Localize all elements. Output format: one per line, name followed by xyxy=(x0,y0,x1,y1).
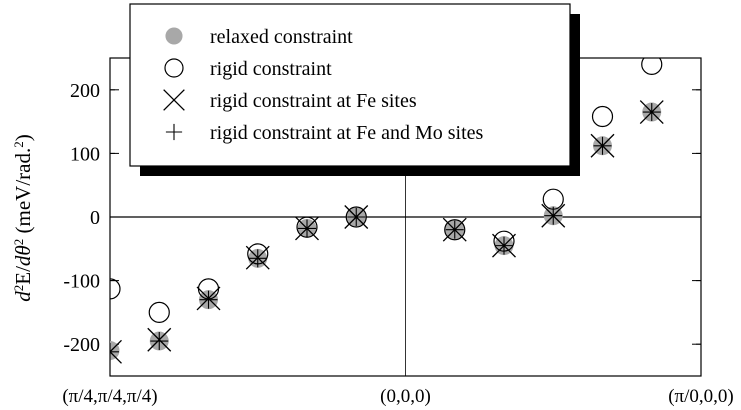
legend-item: rigid constraint at Fe and Mo sites xyxy=(165,122,484,144)
data-point xyxy=(148,301,170,323)
x-tick-label: (π/4,π/4,π/4) xyxy=(62,386,157,407)
data-point xyxy=(495,236,513,255)
data-point xyxy=(593,136,612,155)
y-tick-label: 100 xyxy=(70,143,100,165)
legend-item: rigid constraint xyxy=(164,58,332,80)
data-point xyxy=(248,249,267,268)
x-marker-stroke xyxy=(110,339,122,353)
ylabel-E: E/ xyxy=(11,266,35,285)
ylabel-d2: d xyxy=(11,255,35,266)
data-point xyxy=(150,332,169,351)
data-point xyxy=(444,219,466,241)
data-point xyxy=(110,341,120,361)
data-point xyxy=(544,206,563,225)
data-points xyxy=(110,58,664,364)
y-tick-label: -100 xyxy=(63,271,100,293)
legend-marker xyxy=(165,123,183,141)
data-point xyxy=(445,220,464,239)
legend-label: relaxed constraint xyxy=(210,26,353,48)
ylabel-close: ) xyxy=(11,134,35,141)
data-point xyxy=(110,342,119,361)
y-axis-label: d2E/dθ2 (meV/rad.2) xyxy=(11,134,36,301)
legend-marker xyxy=(165,27,183,45)
y-tick-label: 200 xyxy=(70,80,100,102)
ylabel-sup2: 2 xyxy=(11,239,26,246)
data-point xyxy=(347,208,366,226)
legend-item: rigid constraint at Fe sites xyxy=(163,89,417,112)
data-point xyxy=(642,103,661,122)
x-marker-stroke xyxy=(110,350,122,364)
x-tick-label: (π/0,0,0) xyxy=(668,386,734,407)
legend: relaxed constraint rigid constraint rigid … xyxy=(129,3,580,176)
x-tick-label: (0,0,0) xyxy=(380,386,431,407)
legend-marker xyxy=(163,89,185,111)
y-tick-label: -200 xyxy=(63,334,100,356)
legend-marker xyxy=(164,58,184,78)
ylabel-d: d xyxy=(11,291,35,302)
x-marker-stroke xyxy=(163,89,185,111)
legend-item: relaxed constraint xyxy=(165,26,353,48)
legend-label: rigid constraint at Fe sites xyxy=(210,90,417,112)
ylabel-theta: θ xyxy=(11,245,35,255)
y-axis: -200 -100 0 100 200 xyxy=(63,80,701,356)
data-point xyxy=(199,290,218,309)
data-point xyxy=(345,206,367,228)
data-point xyxy=(591,105,614,128)
ylabel-sup3: 2 xyxy=(11,141,26,148)
ylabel-sup1: 2 xyxy=(11,285,26,292)
data-point xyxy=(641,58,663,75)
legend-label: rigid constraint at Fe and Mo sites xyxy=(210,122,484,144)
data-point xyxy=(542,188,564,210)
legend-label: rigid constraint xyxy=(210,58,332,80)
data-point xyxy=(110,339,122,364)
ylabel-unit: (meV/rad. xyxy=(11,148,35,239)
legend-box xyxy=(129,3,571,167)
data-point xyxy=(298,219,316,238)
series-4 xyxy=(110,103,661,361)
data-point xyxy=(110,278,121,300)
y-tick-label: 0 xyxy=(90,207,100,229)
x-axis: (π/4,π/4,π/4) (0,0,0) (π/0,0,0) xyxy=(62,386,733,407)
